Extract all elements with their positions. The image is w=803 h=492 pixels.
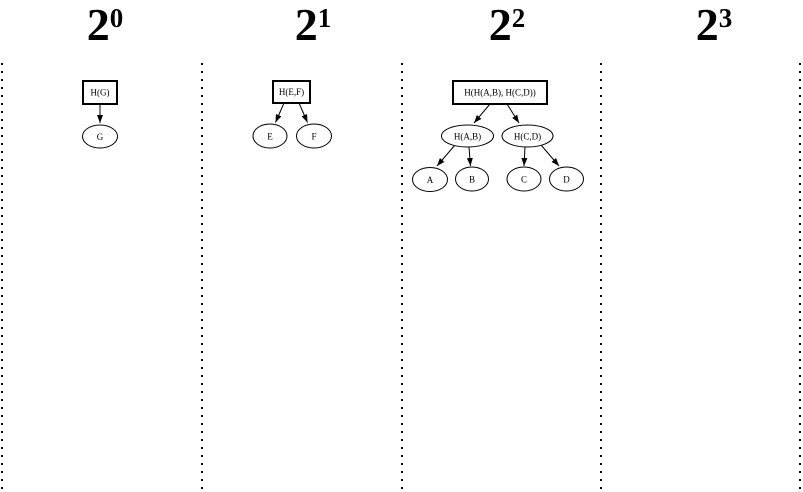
leaf-node-a: [412, 167, 448, 192]
leaf-label-c: C: [521, 175, 527, 185]
heading-exponent: 1: [317, 3, 332, 33]
column-heading-2-1: 21: [243, 0, 383, 50]
column-separator-4: [600, 63, 602, 492]
tree-2-1: H(E,F) E F: [252, 80, 332, 149]
leaf-label-a: A: [427, 175, 434, 185]
tree-2-0: H(G) G: [82, 80, 118, 149]
leaf-node-b: [455, 166, 489, 192]
edge-hcd-to-c: [521, 146, 528, 167]
column-separator-5: [799, 63, 801, 492]
leaf-node-g: [82, 124, 118, 149]
edge-root-to-hab: [473, 103, 491, 124]
leaf-node-f: [296, 123, 332, 149]
column-separator-3: [401, 63, 403, 492]
leaf-label-b: B: [469, 175, 475, 185]
leaf-node-d: [549, 166, 584, 192]
heading-base: 2: [294, 0, 318, 50]
column-heading-2-0: 20: [35, 0, 175, 50]
heading-exponent: 3: [718, 3, 733, 33]
edge-root-to-hcd: [506, 103, 520, 124]
internal-node-hcd: [501, 124, 554, 148]
heading-exponent: 0: [109, 3, 124, 33]
heading-exponent: 2: [511, 3, 526, 33]
column-heading-2-2: 22: [437, 0, 577, 50]
root-node-hg: [82, 80, 118, 105]
leaf-label-e: E: [267, 132, 273, 142]
root-label-hg: H(G): [91, 88, 110, 98]
internal-label-hcd: H(C,D): [514, 132, 541, 142]
edge-hef-to-f: [298, 102, 308, 123]
edge-hab-to-a: [436, 144, 456, 167]
root-node-hef: [272, 80, 311, 104]
tree-2-2: H(H(A,B), H(C,D)) H(A,B) H(C,D) A B C D: [412, 80, 584, 192]
heading-base: 2: [695, 0, 719, 50]
root-label-habcd: H(H(A,B), H(C,D)): [464, 88, 536, 98]
edge-hef-to-e: [275, 102, 285, 123]
internal-node-hab: [441, 124, 494, 148]
edge-hcd-to-d: [540, 144, 560, 167]
edge-hab-to-b: [466, 146, 473, 167]
root-node-habcd: [452, 80, 548, 105]
leaf-node-c: [506, 166, 542, 192]
heading-base: 2: [86, 0, 110, 50]
leaf-label-d: D: [563, 175, 570, 185]
internal-label-hab: H(A,B): [454, 132, 481, 142]
leaf-label-f: F: [311, 132, 316, 142]
heading-base: 2: [488, 0, 512, 50]
leaf-label-g: G: [97, 132, 104, 142]
column-heading-2-3: 23: [644, 0, 784, 50]
leaf-node-e: [252, 123, 288, 149]
root-label-hef: H(E,F): [279, 87, 304, 97]
column-separator-1: [1, 63, 3, 492]
column-separator-2: [200, 63, 203, 492]
